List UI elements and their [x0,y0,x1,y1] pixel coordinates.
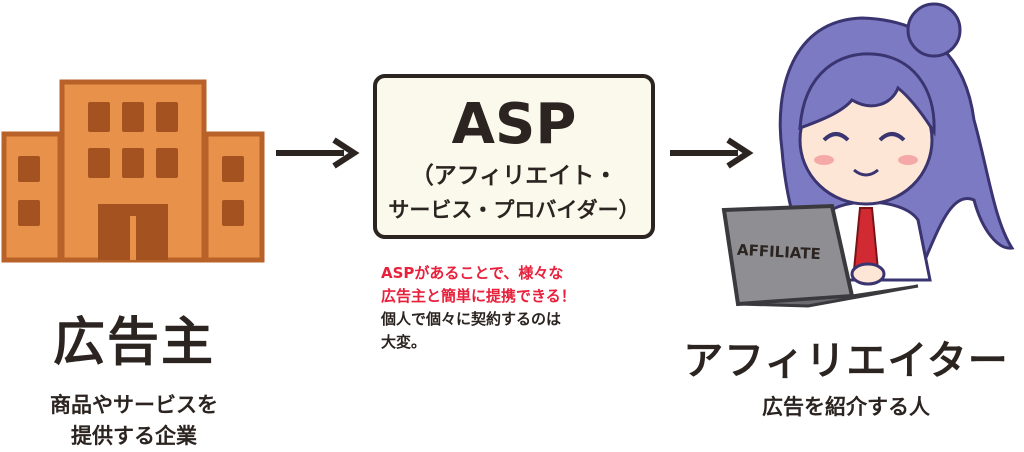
affiliate-desc: 広告を紹介する人 [762,395,930,419]
asp-note-line: 広告主と簡単に提携できる！ [381,287,576,305]
arrow-right-icon [276,137,360,169]
asp-box: ASP （アフィリエイト・ サービス・プロバイダー） [373,74,655,239]
asp-subtitle: （アフィリエイト・ [410,163,618,189]
laptop-icon [721,203,919,308]
asp-note: ASPがあることで、様々な 広告主と簡単に提携できる！ 個人で個々に契約するのは… [381,262,671,354]
arrow-right-icon [670,137,754,169]
affiliate-title: アフィリエイター [683,338,1009,384]
asp-title: ASP [451,92,577,157]
affiliate-character-illustration [721,2,1015,308]
asp-note-line: 大変。 [381,333,427,351]
building-right-wing [203,131,265,263]
advertiser-desc: 商品やサービスを 提供する企業 [50,393,218,448]
asp-note-line: ASPがあることで、様々な [381,264,564,282]
asp-subtitle: サービス・プロバイダー） [388,198,640,222]
asp-note-line: 個人で個々に契約するのは [381,310,562,328]
advertiser-title: 広告主 [52,313,215,373]
building-icon [1,79,265,263]
building-left-wing [1,131,63,263]
